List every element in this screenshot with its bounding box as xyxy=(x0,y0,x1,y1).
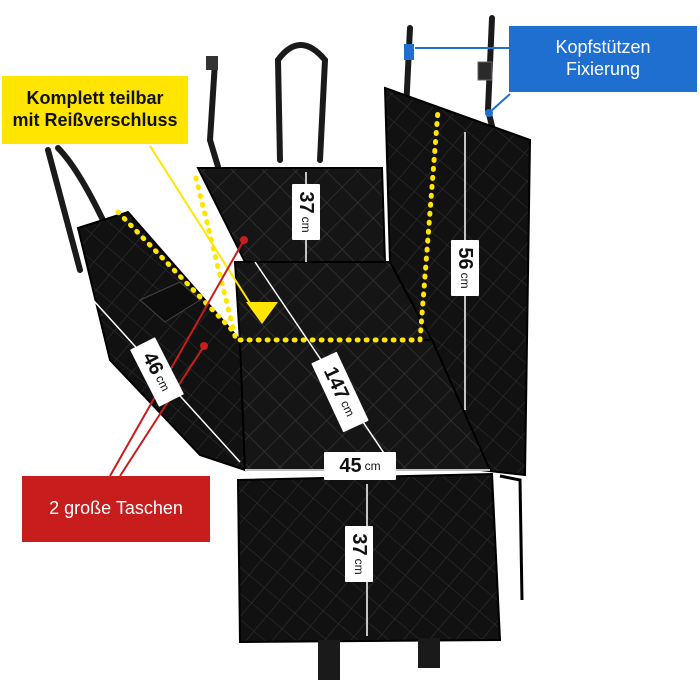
buckle-icon xyxy=(477,61,493,81)
dim-value: 37 xyxy=(348,533,371,556)
dim-unit: cm xyxy=(152,372,173,394)
zipper-outline xyxy=(115,107,441,343)
backrest-height-label: 37 cm xyxy=(292,184,320,240)
dim-unit: cm xyxy=(364,459,381,473)
arrow-icon xyxy=(246,302,278,324)
dim-value: 56 xyxy=(454,247,477,270)
zipper-callout-line2: mit Reißverschluss xyxy=(12,110,178,130)
dim-unit: cm xyxy=(458,272,472,289)
pocket xyxy=(139,281,201,323)
headrest-marker-icon xyxy=(485,109,493,117)
dim-value: 45 xyxy=(339,454,362,477)
dim-value: 37 xyxy=(295,191,318,214)
headrest-callout-line1: Kopfstützen xyxy=(555,37,651,58)
clip-icon xyxy=(404,44,414,60)
zipper-callout-line1: Komplett teilbar xyxy=(26,88,164,109)
buckle-icon xyxy=(206,56,218,70)
pocket-marker-icon xyxy=(240,236,248,244)
left-side-flap xyxy=(76,210,247,472)
callout-arrows xyxy=(109,47,511,477)
bottom-strap xyxy=(418,638,440,668)
bottom-strap xyxy=(318,640,340,680)
pockets-callout: 2 große Taschen xyxy=(22,476,210,542)
headrest-callout: Kopfstützen Fixierung xyxy=(509,26,697,92)
headrest-callout-line2: Fixierung xyxy=(565,59,641,79)
dim-unit: cm xyxy=(337,398,358,419)
dim-unit: cm xyxy=(299,216,313,233)
zipper-callout: Komplett teilbar mit Reißverschluss xyxy=(2,76,188,144)
front-flap-label: 37 cm xyxy=(345,526,373,582)
pockets-callout-label: 2 große Taschen xyxy=(49,498,183,519)
dim-unit: cm xyxy=(352,558,366,575)
side-height-label: 56 cm xyxy=(451,240,479,296)
pocket-marker-icon xyxy=(200,342,208,350)
